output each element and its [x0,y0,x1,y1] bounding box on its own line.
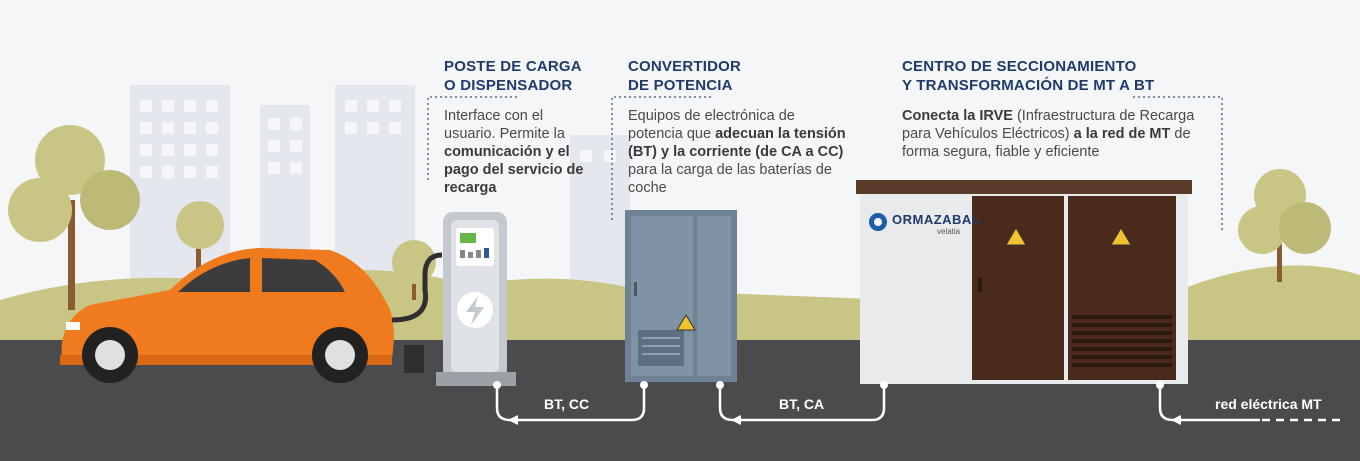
section-title-charging-post: POSTE DE CARGA O DISPENSADOR [444,57,582,95]
title-line: CONVERTIDOR [628,58,742,75]
desc-text: Interface con el usuario. Permite la [444,108,565,142]
city-background [130,85,630,305]
charging-cable [391,252,443,323]
label-bt-ca: BT, CA [779,396,825,412]
callout-lines [427,96,1223,230]
title-line: O DISPENSADOR [444,77,573,94]
arrow-ac [731,415,741,425]
brand-sub-text: velatia [937,227,961,236]
title-line: DE POTENCIA [628,77,733,94]
tree-left [8,125,140,310]
section-title-transformer: CENTRO DE SECCIONAMIENTO Y TRANSFORMACIÓ… [902,57,1154,95]
desc-text: de forma segura, fiable y eficiente [902,126,1191,160]
desc-text: (Infraestructura de Recarga para Vehícul… [902,108,1195,142]
tree-small-left [176,201,224,275]
desc-text: Equipos de electrónica de potencia que [628,108,795,142]
title-line: POSTE DE CARGA [444,58,582,75]
section-title-converter: CONVERTIDOR DE POTENCIA [628,57,741,95]
power-converter-cabinet [625,210,737,382]
label-red-electrica-mt: red eléctrica MT [1215,396,1322,412]
section-desc-charging-post: Interface con el usuario. Permite la com… [444,107,594,197]
desc-text-bold: Conecta la IRVE [902,108,1013,124]
section-desc-converter: Equipos de electrónica de potencia que a… [628,107,853,197]
title-line: Y TRANSFORMACIÓN DE MT A BT [902,77,1155,94]
electric-car [60,248,394,383]
cable-endpoints [493,381,1164,389]
brand-logo-text: ORMAZABAL [892,212,981,227]
transformer-center [856,180,1192,384]
arrow-grid [1171,415,1181,425]
section-desc-transformer: Conecta la IRVE (Infraestructura de Reca… [902,107,1207,161]
label-bt-cc: BT, CC [544,396,590,412]
desc-text-bold: adecuan la tensión (BT) y la corriente (… [628,126,846,160]
tree-right [1238,169,1331,282]
desc-text-bold: comunicación y el pago del servicio de r… [444,144,584,196]
arrow-dc [508,415,518,425]
desc-text-bold: a la red de MT [1073,126,1171,142]
desc-text: para la carga de las baterías de coche [628,162,832,196]
charging-post [436,212,516,386]
title-line: CENTRO DE SECCIONAMIENTO [902,58,1137,75]
